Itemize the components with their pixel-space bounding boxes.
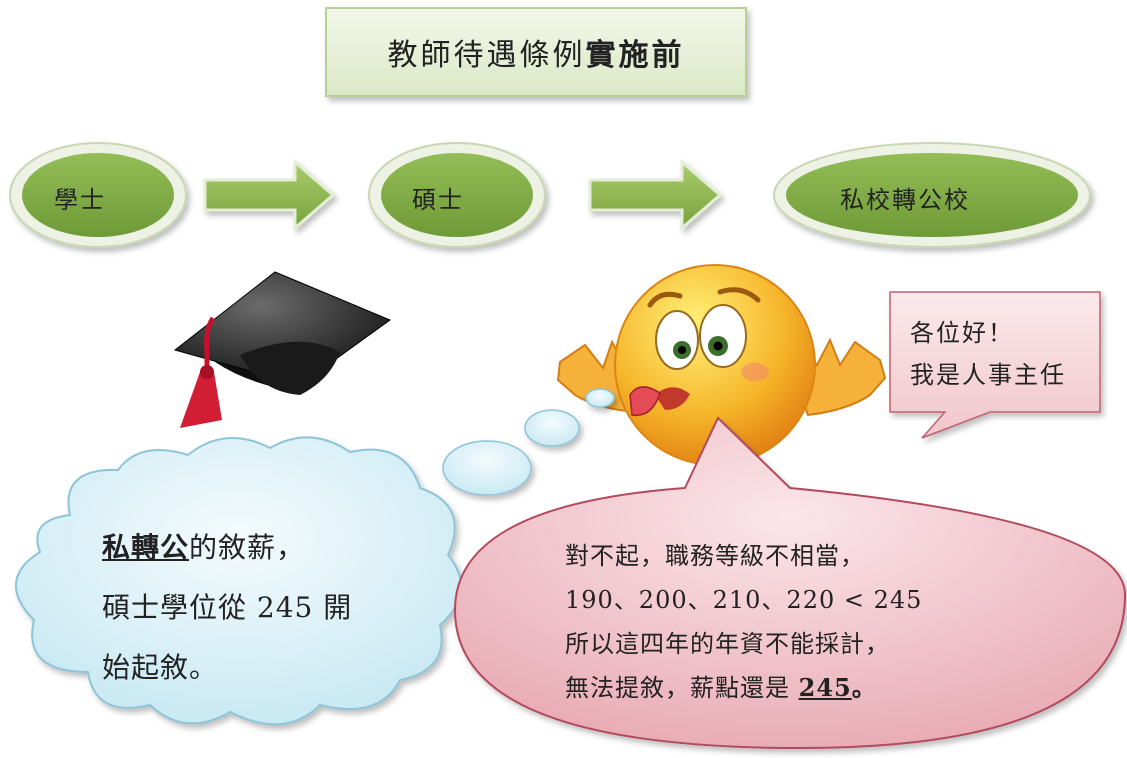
reply-line-1: 對不起，職務等級不相當， xyxy=(565,542,865,570)
graduation-cap-icon xyxy=(173,271,392,428)
worried-emoji-icon xyxy=(556,264,887,466)
thought-cloud xyxy=(15,436,463,726)
reply-line-3: 所以這四年的年資不能採計， xyxy=(565,630,890,658)
title-box xyxy=(325,7,747,97)
node-private-to-public xyxy=(773,142,1091,248)
title-normal: 教師待遇條例 xyxy=(387,38,586,73)
reply-bubble xyxy=(453,416,1127,750)
node-label-bachelor: 學士 xyxy=(54,186,106,214)
node-label-master: 碩士 xyxy=(412,186,464,214)
reply-line-2: 190、200、210、220 < 245 xyxy=(565,586,923,614)
reply-text: 對不起，職務等級不相當， 190、200、210、220 < 245 所以這四年… xyxy=(565,534,965,710)
node-label-private-to-public: 私校轉公校 xyxy=(840,186,970,214)
arrow-right-icon xyxy=(203,158,336,232)
greeting-callout xyxy=(889,291,1101,439)
cloud-line-2: 碩士學位從 245 開 xyxy=(102,591,353,624)
greeting-line-1: 各位好！ xyxy=(910,319,1014,347)
reply-line-4-post: 。 xyxy=(851,673,877,702)
node-bachelor xyxy=(9,142,187,248)
greeting-text: 各位好！ 我是人事主任 xyxy=(910,312,1066,396)
greeting-line-2: 我是人事主任 xyxy=(910,361,1066,389)
cloud-line-1-rest: 的敘薪， xyxy=(189,531,306,564)
reply-salary-value: 245 xyxy=(798,673,852,702)
arrow-right-icon xyxy=(588,158,723,232)
node-master xyxy=(368,142,546,248)
reply-line-4-pre: 無法提敘，薪點還是 xyxy=(565,674,799,702)
cloud-text: 私轉公的敘薪， 碩士學位從 245 開 始起敘。 xyxy=(102,518,402,698)
title-bold: 實施前 xyxy=(585,38,685,73)
cloud-line-3: 始起敘。 xyxy=(102,651,219,684)
thought-bubbles xyxy=(442,388,615,496)
page-title: 教師待遇條例實施前 xyxy=(326,8,746,96)
cloud-strong-term: 私轉公 xyxy=(102,531,190,564)
